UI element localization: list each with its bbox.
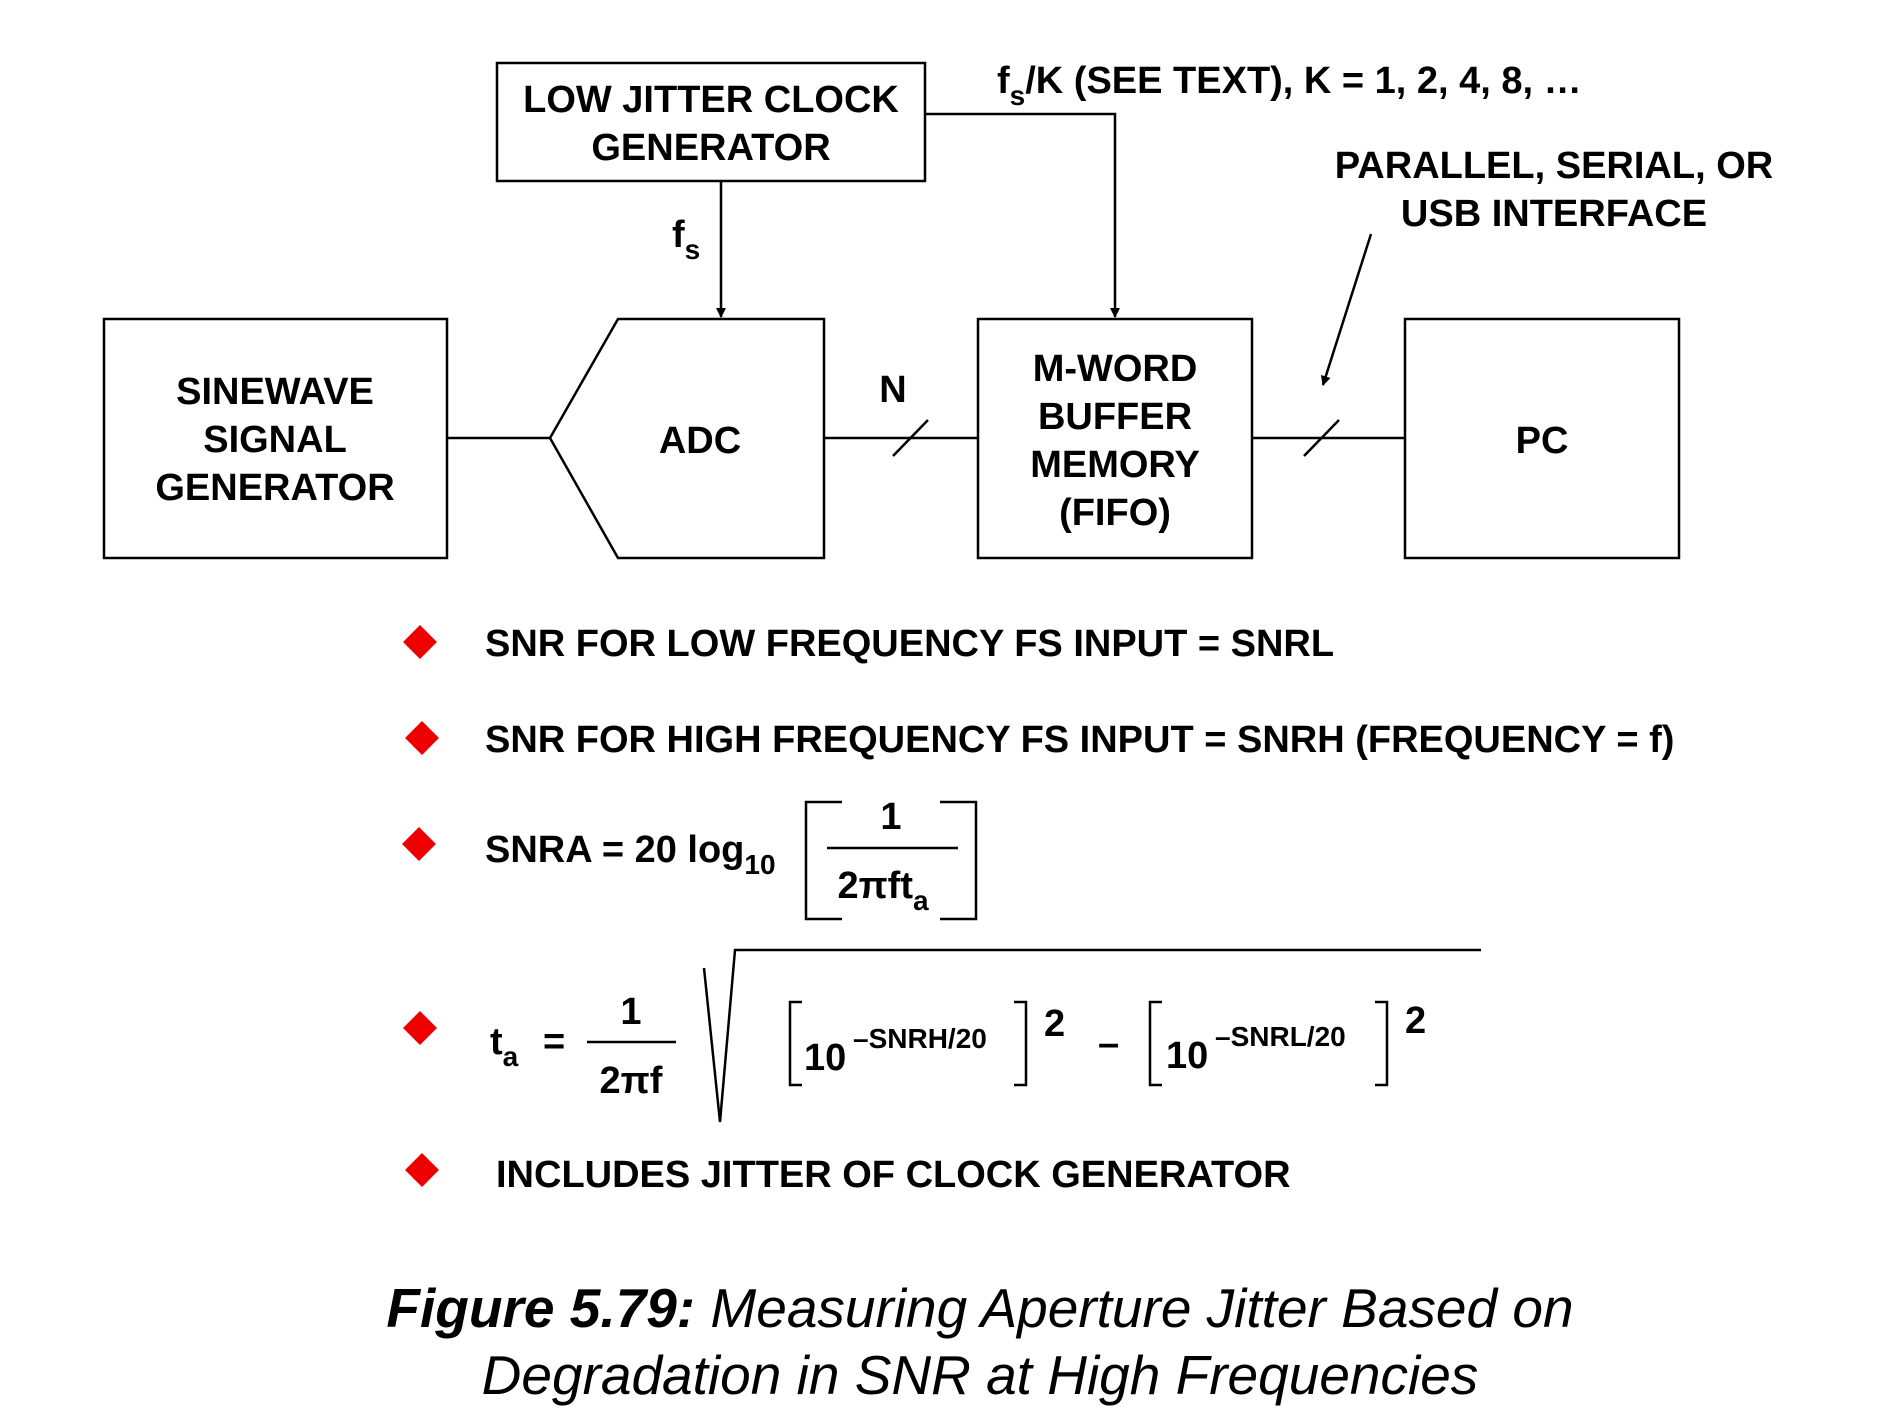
bullet-diamond-5 bbox=[405, 1153, 439, 1187]
term2-left-bracket bbox=[1148, 1000, 1162, 1087]
minus-sign: – bbox=[1098, 1023, 1119, 1065]
buffer-label-4: (FIFO) bbox=[1059, 492, 1171, 534]
clock-generator-label-2: GENERATOR bbox=[591, 127, 830, 169]
bullet-text-1: SNR FOR LOW FREQUENCY FS INPUT = SNRL bbox=[485, 623, 1334, 665]
pc-block: PC bbox=[1403, 317, 1681, 560]
clock-generator-block: LOW JITTER CLOCK GENERATOR bbox=[495, 61, 927, 183]
adc-label: ADC bbox=[659, 420, 741, 462]
sinewave-label-3: GENERATOR bbox=[155, 467, 394, 509]
pc-label: PC bbox=[1516, 420, 1569, 462]
fsk-clock-arrow bbox=[925, 112, 1120, 318]
buffer-label-3: MEMORY bbox=[1030, 444, 1200, 486]
buffer-label-2: BUFFER bbox=[1038, 396, 1192, 438]
term2-right-bracket bbox=[1375, 1000, 1389, 1087]
term2-base: 10 bbox=[1166, 1035, 1208, 1077]
snra-numerator: 1 bbox=[880, 796, 901, 838]
ta-denominator: 2πf bbox=[600, 1060, 663, 1102]
ta-lhs: ta bbox=[490, 1021, 519, 1072]
snra-equation: SNRA = 20 log10 1 2πfta bbox=[485, 796, 978, 921]
sinewave-label-1: SINEWAVE bbox=[176, 371, 374, 413]
bullet-diamond-3 bbox=[402, 827, 436, 861]
buffer-label-1: M-WORD bbox=[1033, 348, 1198, 390]
sinewave-generator-block: SINEWAVE SIGNAL GENERATOR bbox=[102, 317, 449, 560]
bullet-diamond-1 bbox=[403, 625, 437, 659]
bullet-text-2: SNR FOR HIGH FREQUENCY FS INPUT = SNRH (… bbox=[485, 719, 1674, 761]
term1-exponent: –SNRH/20 bbox=[853, 1023, 987, 1054]
buffer-memory-block: M-WORD BUFFER MEMORY (FIFO) bbox=[976, 317, 1254, 560]
term1-right-bracket bbox=[1014, 1000, 1028, 1087]
bus-slash-n bbox=[892, 419, 929, 457]
fsk-label: fs/K (SEE TEXT), K = 1, 2, 4, 8, … bbox=[997, 60, 1582, 111]
clock-generator-label-1: LOW JITTER CLOCK bbox=[523, 79, 899, 121]
bus-width-n-label: N bbox=[879, 369, 906, 411]
fs-label: fs bbox=[672, 214, 700, 265]
snra-right-bracket bbox=[940, 800, 978, 921]
snra-left-bracket bbox=[804, 800, 842, 921]
figure-caption-line-2: Degradation in SNR at High Frequencies bbox=[482, 1344, 1479, 1406]
ta-equation: ta = 1 2πf 10 –SNRH/20 2 – 10 –SNRL/20 2 bbox=[490, 948, 1481, 1123]
figure-caption-line-1: Figure 5.79: Measuring Aperture Jitter B… bbox=[386, 1277, 1573, 1339]
bullet-diamond-4 bbox=[403, 1011, 437, 1045]
adc-block: ADC bbox=[548, 317, 826, 560]
snra-lhs: SNRA = 20 log10 bbox=[485, 829, 776, 880]
sinewave-label-2: SIGNAL bbox=[203, 419, 347, 461]
bus-slash-interface bbox=[1303, 419, 1340, 457]
ta-numerator: 1 bbox=[620, 991, 641, 1033]
term1-power: 2 bbox=[1044, 1003, 1065, 1045]
term1-base: 10 bbox=[804, 1037, 846, 1079]
term2-power: 2 bbox=[1405, 1000, 1426, 1042]
interface-label-1: PARALLEL, SERIAL, OR bbox=[1335, 145, 1773, 187]
interface-pointer-arrow bbox=[1320, 233, 1373, 386]
bullet-text-5: INCLUDES JITTER OF CLOCK GENERATOR bbox=[496, 1154, 1291, 1196]
snra-denominator: 2πfta bbox=[837, 865, 929, 916]
ta-equals: = bbox=[543, 1021, 565, 1063]
square-root-sign bbox=[702, 948, 1481, 1123]
term2-exponent: –SNRL/20 bbox=[1215, 1021, 1346, 1052]
term1-left-bracket bbox=[788, 1000, 802, 1087]
bullet-diamond-2 bbox=[405, 721, 439, 755]
interface-label-2: USB INTERFACE bbox=[1401, 193, 1707, 235]
